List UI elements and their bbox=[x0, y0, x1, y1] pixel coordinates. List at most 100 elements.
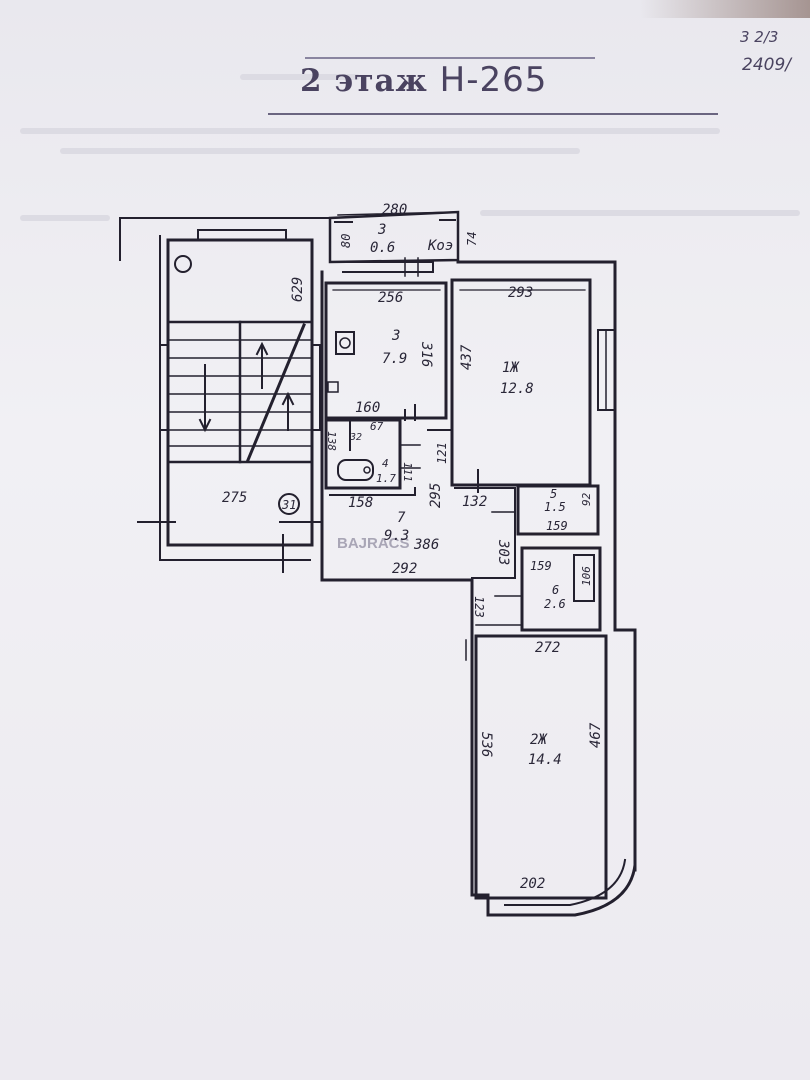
stair-arrow-up-2-head bbox=[281, 391, 295, 406]
apartment-wall-left bbox=[320, 270, 474, 897]
stair-arrow-up-head bbox=[255, 341, 269, 356]
faint-print-line bbox=[20, 215, 110, 221]
dim-bath-depth: 138 bbox=[325, 431, 338, 451]
dim-hall-mid: 295 bbox=[428, 483, 444, 508]
stair-break-line bbox=[246, 323, 306, 462]
stair-window bbox=[197, 229, 287, 241]
room-5-outline bbox=[516, 484, 600, 536]
floor-stamp: 2 этаж Н-265 bbox=[300, 60, 547, 110]
header-overline bbox=[305, 57, 595, 59]
dim-balcony-left: 80 bbox=[339, 234, 353, 248]
dim-stair-height: 629 bbox=[290, 277, 306, 302]
hall-door-marks bbox=[491, 511, 521, 597]
dim-room2-width: 272 bbox=[535, 640, 560, 656]
dim-room5-width: 159 bbox=[546, 519, 568, 533]
dim-hall-width: 386 bbox=[413, 537, 439, 553]
room-2zh-door-marks bbox=[465, 624, 521, 661]
balcony-door bbox=[342, 261, 434, 273]
kitchen-outline bbox=[324, 281, 448, 420]
room-3-number: 3 bbox=[391, 328, 400, 344]
dim-hall-left: 158 bbox=[348, 495, 373, 511]
room-3a-note: Коэ bbox=[427, 238, 453, 254]
dim-balcony-right: 74 bbox=[465, 232, 479, 246]
stair-shaft-circle bbox=[174, 255, 192, 273]
stair-number-circle bbox=[278, 493, 300, 515]
room-5-area: 1.5 bbox=[544, 500, 566, 514]
corner-handwritten-note-2: 2409/ bbox=[742, 55, 791, 75]
bathroom-door-marks bbox=[399, 444, 421, 469]
dim-corridor: 123 bbox=[472, 596, 486, 618]
room-4-area: 1.7 bbox=[376, 472, 396, 485]
room-1zh-number: 1Ж bbox=[502, 360, 520, 376]
room-6-outline bbox=[520, 546, 602, 632]
faint-print-line bbox=[240, 74, 360, 80]
faint-print-line bbox=[20, 128, 720, 134]
room-5-number: 5 bbox=[550, 487, 557, 501]
page-corner-shadow bbox=[640, 0, 810, 18]
corner-handwritten-note: 3 2/3 bbox=[740, 28, 779, 46]
room-4-number: 4 bbox=[382, 457, 389, 470]
dim-hall-right: 132 bbox=[462, 494, 487, 510]
stair-window-right bbox=[311, 344, 321, 431]
dim-room2-left: 536 bbox=[478, 732, 494, 757]
dim-room2-right: 467 bbox=[588, 722, 604, 748]
apartment-wall-right bbox=[456, 260, 637, 867]
dim-room6-width: 159 bbox=[530, 559, 552, 573]
drain-icon bbox=[363, 466, 371, 474]
bay-window-curve bbox=[503, 864, 637, 917]
room-6-number: 6 bbox=[552, 583, 559, 597]
room-3-area: 7.9 bbox=[382, 351, 407, 367]
room-2zh-area: 14.4 bbox=[528, 752, 562, 768]
bathtub-icon bbox=[337, 459, 374, 481]
dim-balcony-width: 280 bbox=[382, 202, 407, 218]
room-3a-area: 0.6 bbox=[370, 240, 395, 256]
sink-icon bbox=[327, 381, 339, 393]
stair-number: 31 bbox=[281, 498, 296, 512]
room-2zh-number: 2Ж bbox=[530, 732, 548, 748]
room-1zh-area: 12.8 bbox=[500, 381, 534, 397]
header-underline bbox=[268, 113, 718, 115]
stair-arrow-down-head bbox=[198, 418, 212, 433]
hall-top-wall bbox=[329, 487, 416, 496]
dim-stair-width: 275 bbox=[222, 490, 247, 506]
dim-bath-b: 67 bbox=[370, 420, 384, 433]
room-6-area: 2.6 bbox=[544, 597, 566, 611]
stair-door-marks bbox=[137, 521, 323, 573]
kitchen-door-marks bbox=[404, 404, 416, 421]
room-7-number: 7 bbox=[397, 510, 406, 526]
room1-window bbox=[597, 329, 616, 411]
apartment-wall-bottom-left bbox=[470, 893, 507, 917]
dim-kitchen-width: 256 bbox=[378, 290, 403, 306]
dim-kitchen-depth: 316 bbox=[418, 341, 434, 367]
room-3a-number: 3 bbox=[377, 222, 386, 238]
faint-print-line bbox=[480, 210, 800, 216]
dim-room1-depth: 437 bbox=[459, 344, 475, 370]
balcony-marks bbox=[334, 219, 456, 223]
hall-right-wall bbox=[454, 487, 516, 579]
dim-room6-depth: 106 bbox=[580, 566, 593, 586]
dim-bath-d: 121 bbox=[435, 442, 449, 464]
inventory-number: Н-265 bbox=[439, 60, 548, 100]
dim-hall-depth: 303 bbox=[495, 539, 511, 565]
dim-room5-depth: 92 bbox=[580, 492, 593, 506]
dim-hall-bottom: 292 bbox=[392, 561, 417, 577]
dim-room2-bottom: 202 bbox=[520, 876, 545, 892]
balcony-outline bbox=[328, 210, 460, 264]
floor-label: 2 этаж bbox=[300, 63, 428, 99]
room-7-area: 9.3 bbox=[384, 528, 409, 544]
stove-icon bbox=[335, 331, 355, 355]
dim-kitchen-bottom: 160 bbox=[355, 400, 380, 416]
stair-window-left bbox=[159, 344, 169, 431]
room-2zh-outline bbox=[474, 634, 608, 900]
dim-bath-c: 111 bbox=[401, 462, 414, 482]
watermark: BAJRACS bbox=[337, 535, 410, 552]
room-6-cabinet bbox=[573, 554, 595, 602]
dim-bath-a: 32 bbox=[349, 432, 362, 443]
stove-burner-icon bbox=[339, 337, 351, 349]
dimension-line-280 bbox=[337, 211, 459, 216]
bathroom-outline bbox=[324, 418, 402, 490]
balcony-door-ticks bbox=[404, 257, 419, 277]
dim-room1-width: 293 bbox=[508, 285, 533, 301]
